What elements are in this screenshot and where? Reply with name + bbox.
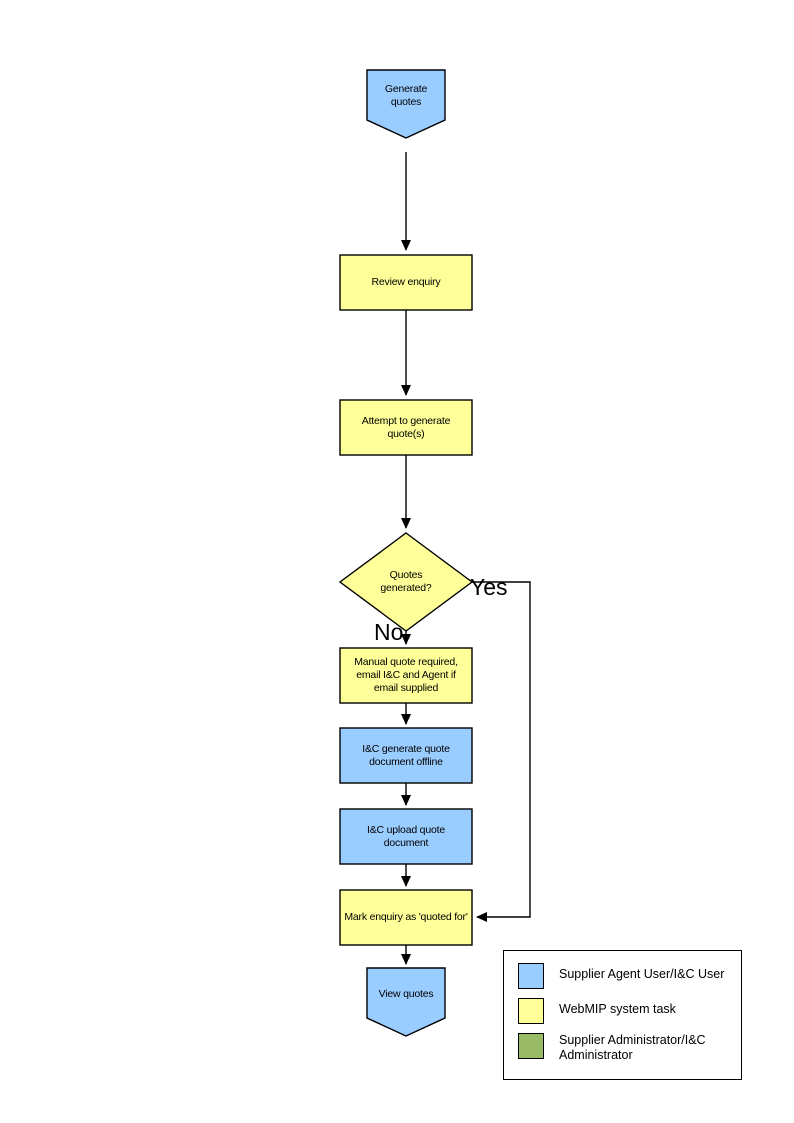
legend-label-admin-task: Supplier Administrator/I&C Administrator [559,1033,706,1062]
legend-item-supplier-administrator: Supplier Administrator/I&C Administrator [518,1033,706,1063]
edge-decision-yes-to-mark [472,581,531,922]
node-mark-enquiry-quoted-for[interactable] [339,889,473,946]
node-manual-quote-required[interactable] [339,647,473,704]
legend-item-supplier-agent-user: Supplier Agent User/I&C User [518,963,724,989]
legend-item-webmip-system-task: WebMIP system task [518,998,676,1024]
branch-label-yes: Yes [470,574,508,600]
legend-swatch-user-task [518,963,544,989]
connector-group [401,152,531,965]
node-review-enquiry[interactable] [339,254,473,311]
legend-swatch-admin-task [518,1033,544,1059]
node-group [338,69,474,1037]
legend-label-user-task: Supplier Agent User/I&C User [559,967,725,981]
legend-swatch-system-task [518,998,544,1024]
node-attempt-generate-quotes[interactable] [339,399,473,456]
node-ic-upload-quote-document[interactable] [339,808,473,865]
node-view-quotes[interactable] [366,967,446,1037]
node-ic-generate-quote-offline[interactable] [339,727,473,784]
branch-label-no: No [374,619,404,645]
node-quotes-generated-decision[interactable] [338,532,474,632]
legend: Supplier Agent User/I&C User WebMIP syst… [503,950,742,1080]
legend-label-system-task: WebMIP system task [559,1002,676,1016]
node-generate-quotes[interactable] [366,69,446,139]
